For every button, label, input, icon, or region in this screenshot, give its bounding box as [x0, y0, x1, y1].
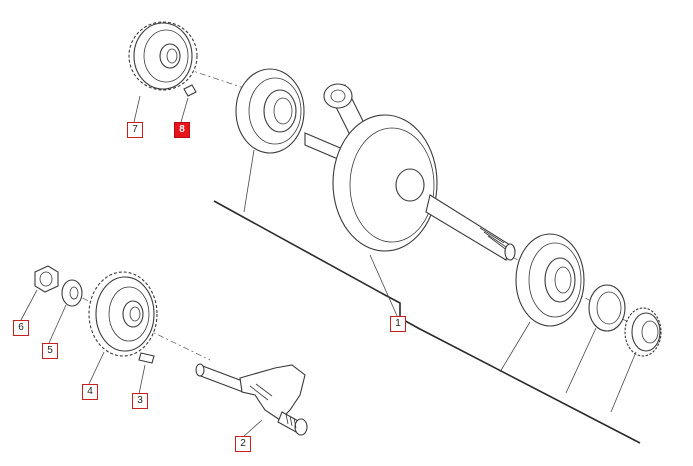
- callout-1[interactable]: 1: [390, 316, 406, 332]
- leader-bearing-right: [499, 321, 531, 373]
- gear-part-4[interactable]: [88, 271, 158, 357]
- leader-1: [369, 254, 399, 319]
- crankshaft-assembly[interactable]: [304, 83, 516, 261]
- leader-7: [133, 95, 141, 123]
- timing-sprocket[interactable]: [624, 307, 662, 357]
- lower-assembly-axis: [69, 291, 211, 361]
- callout-5[interactable]: 5: [42, 343, 58, 359]
- leader-bearing-left: [243, 149, 255, 213]
- bearing-left[interactable]: [235, 68, 305, 154]
- washer-part-5[interactable]: [61, 279, 83, 307]
- gear-part-7[interactable]: [128, 21, 198, 91]
- oil-seal[interactable]: [588, 284, 626, 332]
- leader-6: [20, 289, 38, 321]
- key-part-3[interactable]: [138, 352, 155, 364]
- nut-part-6[interactable]: [34, 265, 59, 293]
- leader-8: [180, 97, 189, 123]
- leader-3: [138, 364, 146, 395]
- leader-4: [88, 351, 105, 385]
- bearing-right[interactable]: [515, 233, 585, 327]
- assembly-group-border: [213, 200, 641, 444]
- leader-sprocket: [610, 351, 637, 413]
- callout-8-selected[interactable]: 8: [174, 122, 190, 138]
- callout-7[interactable]: 7: [127, 122, 143, 138]
- callout-2[interactable]: 2: [235, 436, 251, 452]
- balancer-shaft-part-2[interactable]: [195, 363, 308, 436]
- leader-seal: [565, 327, 597, 394]
- callout-6[interactable]: 6: [13, 320, 29, 336]
- leader-2: [242, 419, 263, 438]
- callout-3[interactable]: 3: [132, 393, 148, 409]
- leader-5: [48, 304, 67, 344]
- callout-4[interactable]: 4: [82, 384, 98, 400]
- key-part-8[interactable]: [183, 84, 197, 97]
